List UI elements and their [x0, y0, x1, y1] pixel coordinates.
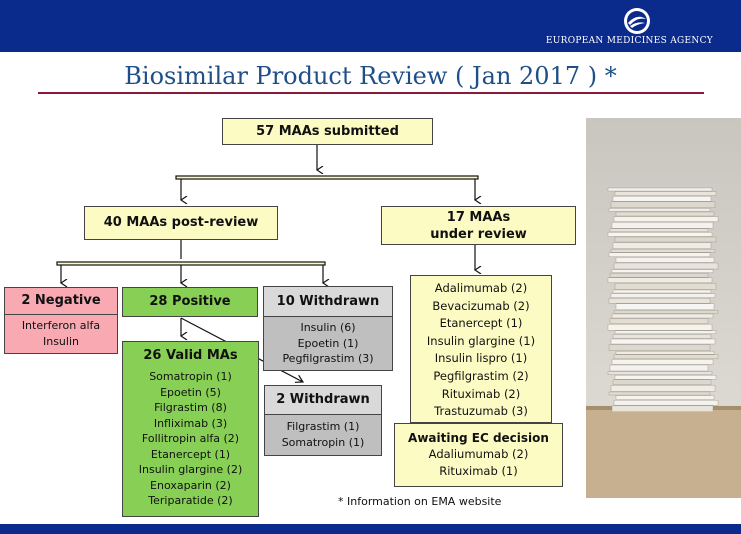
- paper-sheet: [616, 304, 714, 310]
- paper-sheet: [609, 345, 710, 351]
- list-item: Pegfilgrastim (3): [264, 351, 392, 367]
- paper-sheet: [609, 253, 710, 257]
- list-item: Filgrastim (8): [123, 400, 258, 416]
- list-item: Enoxaparin (2): [123, 478, 258, 494]
- under-review-line1: 17 MAAs: [382, 209, 575, 226]
- paper-sheet: [612, 314, 713, 318]
- list-item: Infliximab (3): [123, 416, 258, 432]
- footer-bar: [0, 524, 741, 534]
- paper-sheet: [612, 270, 713, 273]
- node-post-review-label: 40 MAAs post-review: [104, 215, 259, 230]
- node-withdrawn-2-header: 2 Withdrawn: [264, 385, 382, 415]
- list-item: Epoetin (1): [264, 336, 392, 352]
- paper-sheet: [610, 365, 708, 371]
- list-item: Insulin glargine (2): [123, 462, 258, 478]
- list-item: Teriparatide (2): [123, 493, 258, 509]
- list-item: Somatropin (1): [265, 435, 381, 451]
- paper-sheet: [615, 375, 716, 379]
- paper-sheet: [612, 222, 713, 228]
- paper-sheet: [613, 196, 711, 201]
- list-item: Somatropin (1): [123, 369, 258, 385]
- node-awaiting: Awaiting EC decision Adaliumumab (2) Rit…: [394, 423, 563, 487]
- paper-sheet: [614, 355, 718, 359]
- awaiting-title: Awaiting EC decision: [395, 430, 562, 446]
- node-negative-header: 2 Negative: [4, 287, 118, 315]
- paper-sheet: [609, 298, 710, 303]
- node-under-review: 17 MAAs under review: [381, 206, 576, 245]
- positive-title: 28 Positive: [149, 294, 230, 309]
- paper-sheet: [613, 243, 711, 249]
- withdrawn-10-title: 10 Withdrawn: [277, 294, 380, 309]
- paper-sheet: [611, 249, 715, 252]
- node-withdrawn-10-header: 10 Withdrawn: [263, 286, 393, 317]
- node-valid-header: 26 Valid MAs: [122, 341, 259, 368]
- list-item: Follitropin alfa (2): [123, 431, 258, 447]
- paper-sheet: [613, 334, 711, 338]
- list-item: Insulin (6): [264, 320, 392, 336]
- paper-sheet: [614, 217, 718, 222]
- paper-sheet: [609, 208, 710, 211]
- paper-sheet: [614, 310, 718, 313]
- paper-sheet: [610, 273, 708, 277]
- list-item: Rituximab (1): [395, 463, 562, 480]
- paper-sheet: [615, 192, 716, 196]
- list-item: Insulin: [5, 334, 117, 350]
- list-item: Rituximab (2): [411, 386, 551, 404]
- list-item: Pegfilgrastim (2): [411, 368, 551, 386]
- paper-sheet: [610, 229, 708, 232]
- list-item: Insulin lispro (1): [411, 350, 551, 368]
- paper-sheet: [614, 263, 718, 269]
- valid-title: 26 Valid MAs: [143, 348, 237, 363]
- paper-sheet: [616, 212, 714, 216]
- node-positive: 28 Positive: [122, 287, 258, 317]
- paper-stack-image: [586, 118, 741, 498]
- paper-sheet: [608, 188, 712, 191]
- paper-sheet: [611, 294, 715, 298]
- paper-sheet: [608, 278, 712, 283]
- list-item: Adalimumab (2): [411, 280, 551, 298]
- list-item: Trastuzumab (3): [411, 403, 551, 421]
- paper-sheet: [615, 283, 716, 289]
- list-item: Adaliumumab (2): [395, 446, 562, 463]
- node-submitted-label: 57 MAAs submitted: [256, 124, 399, 139]
- list-item: Insulin glargine (1): [411, 333, 551, 351]
- under-review-line2: under review: [382, 226, 575, 243]
- list-item: Filgrastim (1): [265, 419, 381, 435]
- node-withdrawn-2-list: Filgrastim (1) Somatropin (1): [264, 414, 382, 456]
- paper-sheet: [613, 290, 711, 293]
- withdrawn-2-title: 2 Withdrawn: [276, 392, 370, 407]
- list-item: Etanercept (1): [411, 315, 551, 333]
- node-submitted: 57 MAAs submitted: [222, 118, 433, 145]
- footnote: * Information on EMA website: [338, 495, 501, 508]
- paper-sheet: [616, 257, 714, 262]
- paper-sheet: [612, 406, 713, 412]
- paper-sheet: [609, 392, 710, 395]
- node-valid-list: Somatropin (1) Epoetin (5) Filgrastim (8…: [122, 367, 259, 517]
- paper-sheet: [614, 400, 718, 405]
- list-item: Epoetin (5): [123, 385, 258, 401]
- node-withdrawn-10-list: Insulin (6) Epoetin (1) Pegfilgrastim (3…: [263, 316, 393, 371]
- list-item: Bevacizumab (2): [411, 298, 551, 316]
- node-negative-list: Interferon alfa Insulin: [4, 314, 118, 354]
- paper-sheet: [615, 237, 716, 242]
- negative-title: 2 Negative: [21, 293, 100, 308]
- paper-sheet: [608, 324, 712, 330]
- node-under-review-list: Adalimumab (2) Bevacizumab (2) Etanercep…: [410, 275, 552, 423]
- paper-sheet: [611, 385, 715, 391]
- paper-sheet: [616, 351, 714, 354]
- paper-sheet: [610, 319, 708, 324]
- list-item: Interferon alfa: [5, 318, 117, 334]
- paper-sheet: [616, 396, 714, 400]
- paper-sheet: [611, 202, 715, 208]
- paper-sheet: [613, 380, 711, 385]
- paper-sheet: [608, 372, 712, 375]
- node-post-review: 40 MAAs post-review: [84, 206, 278, 240]
- paper-sheet: [608, 232, 712, 236]
- list-item: Etanercept (1): [123, 447, 258, 463]
- paper-sheet: [612, 359, 713, 364]
- paper-sheet: [615, 331, 716, 334]
- paper-sheet: [611, 339, 715, 344]
